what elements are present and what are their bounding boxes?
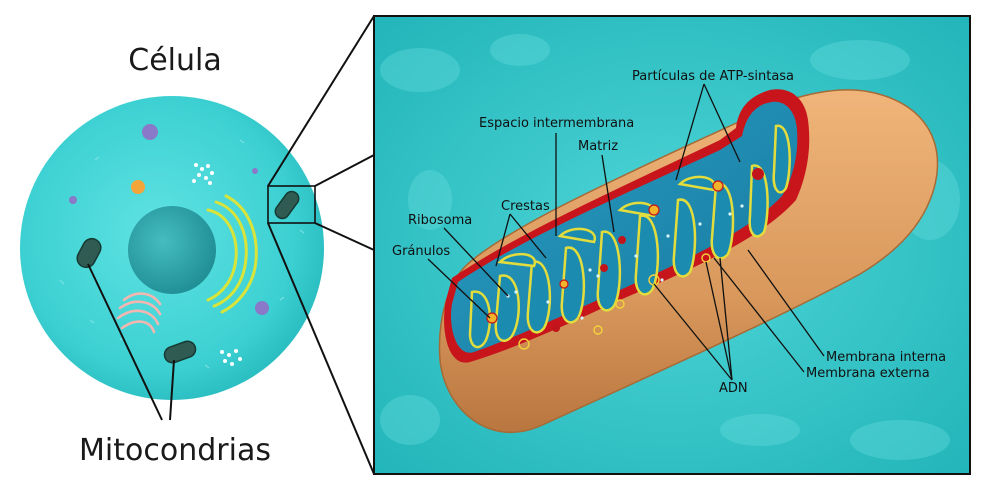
mitochondria-label: Mitocondrias [79, 433, 271, 468]
zoom-frame [373, 15, 971, 475]
zoom-panel: Partículas de ATP-sintasa Espacio interm… [373, 15, 971, 475]
label-ribosome: Ribosoma [408, 213, 472, 228]
endoplasmic-reticulum [206, 194, 258, 314]
label-intermembrane: Espacio intermembrana [479, 116, 634, 131]
zoom-highlight-box [267, 185, 316, 224]
mitochondrion-small [76, 190, 300, 364]
label-matrix: Matriz [578, 139, 618, 154]
ribosome-cluster-2 [220, 349, 242, 366]
ribosomes [506, 204, 744, 320]
cristae-top [497, 175, 716, 268]
zoom-labels: Partículas de ATP-sintasa Espacio interm… [392, 69, 946, 396]
label-outer-membrane: Membrana externa [806, 366, 930, 381]
granules [486, 168, 764, 332]
label-atp-synthase: Partículas de ATP-sintasa [632, 69, 794, 84]
nucleus [128, 206, 216, 294]
mitochondrion-large [438, 89, 939, 433]
zoom-leaders [427, 83, 825, 381]
label-cristae: Crestas [501, 199, 550, 214]
vesicle-purple [142, 124, 158, 140]
vesicle-purple-2 [69, 196, 77, 204]
cell [20, 96, 324, 400]
label-dna: ADN [719, 381, 748, 396]
dna-rings [518, 253, 711, 350]
vesicle-orange [131, 180, 145, 194]
vesicle-purple-3 [255, 301, 269, 315]
vesicle-purple-4 [252, 168, 258, 174]
label-inner-membrane: Membrana interna [826, 350, 946, 365]
golgi-apparatus [116, 292, 162, 334]
cell-title: Célula [128, 43, 221, 78]
label-granules: Gránulos [392, 244, 450, 259]
cell-leaders [87, 263, 175, 421]
ribosome-cluster [192, 163, 214, 185]
zoom-connectors [267, 15, 375, 475]
